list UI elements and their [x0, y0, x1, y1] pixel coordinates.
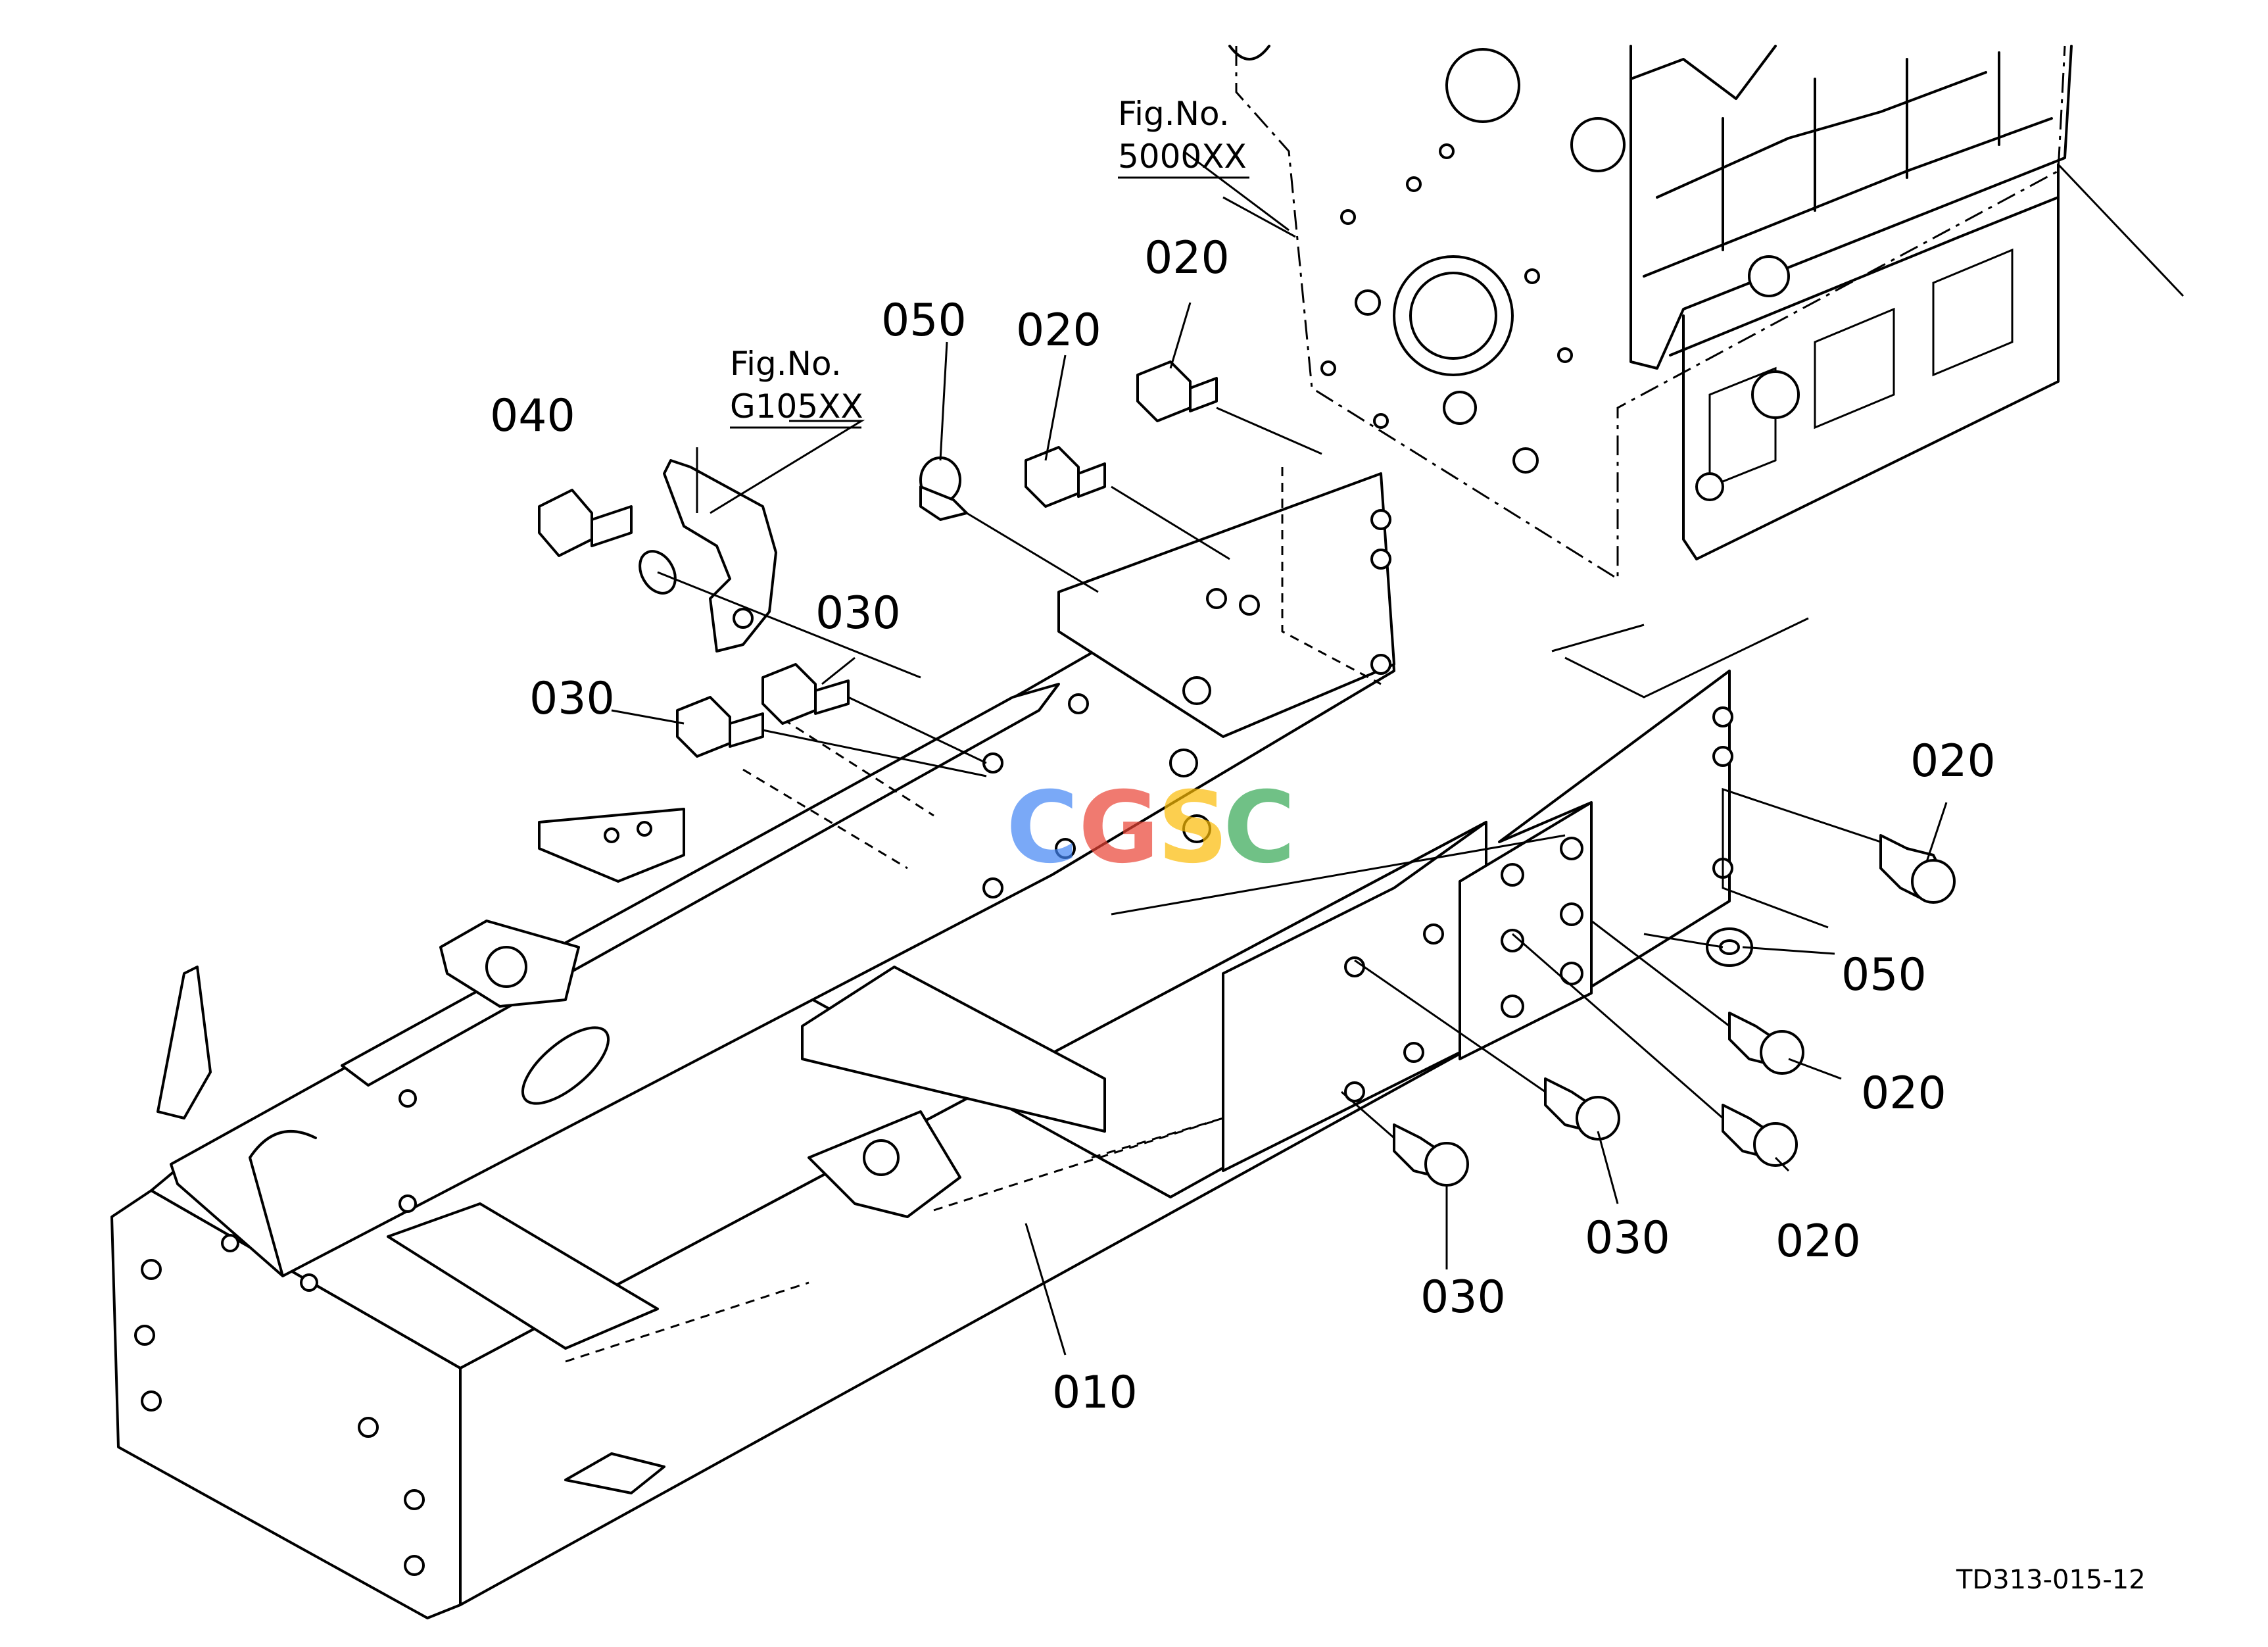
figure-ref-bracket-line2: G105XX	[730, 387, 863, 426]
callout-020-top-b: 020	[1144, 232, 1230, 284]
callout-050-right: 050	[1841, 949, 1927, 1001]
bolt-040	[538, 489, 677, 595]
figure-ref-bracket: Fig.No. G105XX	[730, 345, 863, 429]
engine-block	[1228, 45, 2184, 699]
bolt-030-left-a	[676, 696, 764, 758]
bolt-020-right-mid	[1728, 1012, 1804, 1075]
watermark-letter-4: C	[1223, 771, 1295, 885]
callouts: 040 050 020 020 030 030 020 050 020 020 …	[490, 232, 1996, 1419]
callout-020-top-a: 020	[1016, 305, 1101, 356]
callout-030-left: 030	[529, 673, 615, 725]
drawing-code: TD313-015-12	[1956, 1565, 2146, 1595]
watermark-letter-3: S	[1157, 771, 1228, 885]
callout-050-top: 050	[881, 295, 967, 347]
bolt-020-top-b	[1136, 360, 1218, 422]
bolt-030-left-b	[761, 663, 850, 725]
callout-030-top: 030	[815, 587, 901, 639]
figure-ref-bracket-line1: Fig.No.	[730, 345, 842, 383]
main-frame	[110, 467, 1733, 1619]
figure-ref-engine-line2: 5000XX	[1118, 137, 1247, 176]
callout-030-right-b: 030	[1420, 1271, 1506, 1323]
bolt-030-right-a	[1544, 1077, 1620, 1141]
leader-lines	[611, 150, 1948, 1356]
bolt-020-right-top	[1879, 834, 1956, 904]
callout-020-right-top: 020	[1910, 735, 1996, 787]
figure-ref-engine-line1: Fig.No.	[1118, 95, 1230, 133]
bracket-g105xx	[663, 459, 777, 652]
watermark-letter-2: G	[1078, 771, 1159, 885]
callout-020-right-low: 020	[1775, 1216, 1861, 1267]
washer-050-right	[1706, 927, 1753, 967]
watermark-letter-1: C	[1006, 771, 1078, 885]
bolt-030-right-b	[1393, 1123, 1469, 1187]
callout-040: 040	[490, 390, 575, 442]
watermark-logo: C G S C	[1006, 771, 1295, 885]
callout-030-right-a: 030	[1585, 1212, 1670, 1264]
callout-010: 010	[1052, 1367, 1138, 1419]
callout-020-right-mid: 020	[1861, 1068, 1946, 1119]
bolt-020-top-a	[1025, 446, 1106, 508]
bolt-020-right-low	[1722, 1104, 1798, 1167]
figure-ref-engine: Fig.No. 5000XX	[1118, 95, 1249, 179]
fasteners	[538, 360, 1956, 1187]
washer-050-top	[919, 456, 968, 521]
